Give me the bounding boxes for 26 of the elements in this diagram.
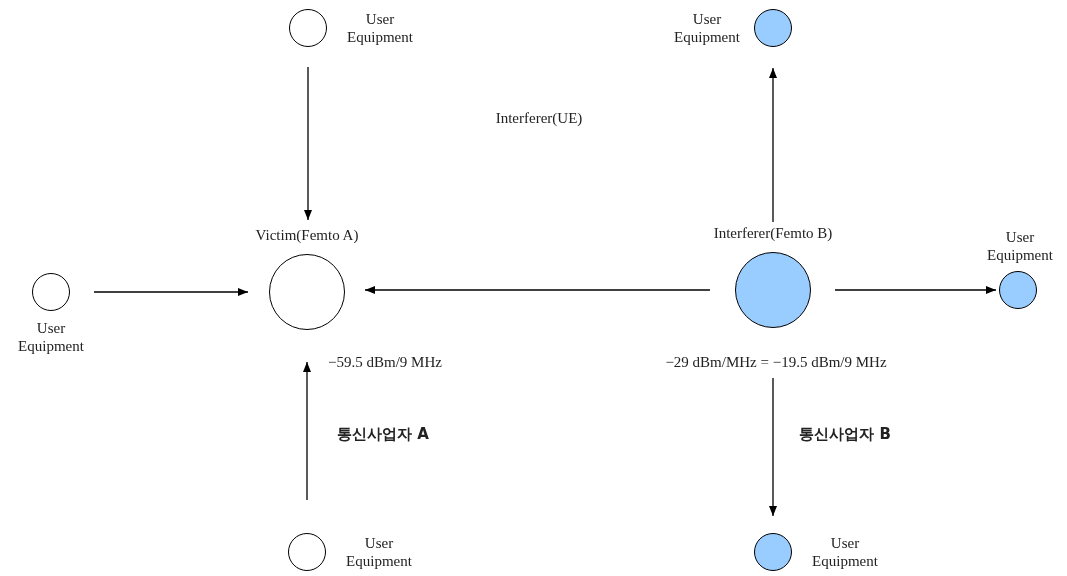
device-circle (288, 533, 326, 571)
annotation-text: −29 dBm/MHz = −19.5 dBm/9 MHz (665, 353, 887, 371)
arrow (364, 286, 711, 294)
arrow (303, 361, 311, 501)
device-label: User Equipment (811, 534, 879, 570)
device-label: User Equipment (17, 319, 85, 355)
arrow (304, 66, 312, 221)
arrow (93, 288, 249, 296)
device-label: User Equipment (986, 228, 1054, 264)
station-label: Victim(Femto A) (254, 226, 360, 244)
device-circle (754, 9, 792, 47)
annotation-text: −59.5 dBm/9 MHz (328, 353, 442, 371)
device-circle (32, 273, 70, 311)
device-label: User Equipment (346, 10, 414, 46)
device-circle (754, 533, 792, 571)
device-label: User Equipment (345, 534, 413, 570)
device-circle (999, 271, 1037, 309)
annotation-text: Interferer(UE) (495, 109, 583, 127)
arrow (769, 377, 777, 517)
device-label: User Equipment (673, 10, 741, 46)
device-circle (289, 9, 327, 47)
arrow (769, 67, 777, 223)
station-label: Interferer(Femto B) (712, 224, 834, 242)
arrow (834, 286, 997, 294)
operator-label: 통신사업자 A (337, 424, 429, 444)
operator-label: 통신사업자 B (799, 424, 891, 444)
